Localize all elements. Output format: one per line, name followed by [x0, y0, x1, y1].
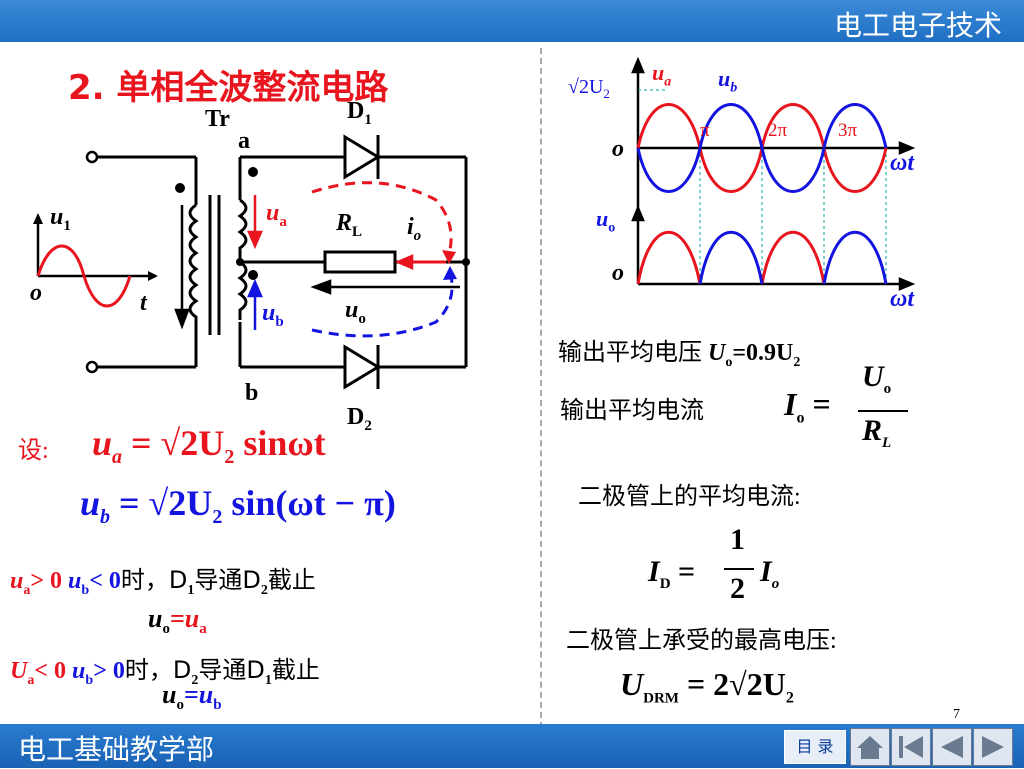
primary-coil: [188, 203, 199, 325]
peak-label: √2U2: [568, 76, 610, 101]
next-slide-icon: [982, 736, 1004, 758]
prev-slide-button[interactable]: [932, 728, 972, 766]
id-numerator: 1: [730, 523, 745, 556]
uo-circuit-label: uo: [345, 297, 366, 327]
wave-origin-label-2: o: [612, 260, 624, 286]
origin-label: o: [30, 280, 42, 306]
terminal-b-label: b: [245, 380, 259, 406]
header-title: 电工电子技术: [833, 9, 1002, 42]
uo-wave-blue: [698, 230, 888, 285]
set-label: 设:: [18, 438, 49, 464]
condition-2: Ua< 0 ub> 0时，D2导通D1截止: [10, 656, 320, 688]
result-2: uo=ub: [162, 680, 222, 714]
diode-d2: [343, 344, 381, 390]
first-slide-icon: [899, 736, 923, 758]
wt-label: ωt: [890, 150, 915, 176]
ub-circuit-label: ub: [262, 300, 284, 330]
io-formula-numerator: Uo: [862, 360, 892, 397]
next-slide-button[interactable]: [973, 728, 1013, 766]
ua-wave-label: ua: [652, 60, 672, 90]
wave-origin-label: o: [612, 136, 624, 162]
avg-current-label: 输出平均电流: [560, 398, 704, 424]
transformer-label: Tr: [205, 106, 230, 132]
wt-label-2: ωt: [890, 286, 915, 312]
equation-ua: ua = √2U2 sinωt: [92, 423, 326, 469]
io-formula-denominator: RL: [862, 414, 892, 451]
diode-current-label: 二极管上的平均电流:: [578, 484, 801, 510]
three-pi-label: 3π: [838, 120, 858, 141]
waveform-plots: [631, 56, 916, 291]
secondary-coil-bottom: [237, 260, 248, 320]
uo-wave-red: [636, 230, 826, 285]
io-fraction-bar: [858, 410, 908, 412]
ua-circuit-label: ua: [266, 200, 287, 230]
header-bar: 电工电子技术: [0, 0, 1024, 42]
ub-wave: [636, 103, 888, 193]
condition-1: ua> 0 ub< 0时，D1导通D2截止: [10, 566, 316, 598]
slide-title: 2. 单相全波整流电路: [68, 68, 389, 108]
io-label: io: [407, 214, 422, 244]
footer-title: 电工基础教学部: [18, 733, 215, 766]
pi-label: π: [700, 120, 710, 141]
home-icon: [857, 736, 883, 759]
u1-label: u1: [50, 204, 71, 234]
result-1: uo=ua: [148, 604, 207, 638]
secondary-coil-top: [237, 198, 248, 260]
divider: [540, 48, 542, 738]
id-formula-rhs: Io: [760, 555, 780, 592]
avg-voltage: 输出平均电压 Uo=0.9U2: [558, 338, 801, 370]
uo-wave-label: uo: [596, 206, 616, 236]
udrm-formula: UDRM = 2√2U2: [620, 666, 794, 707]
current-path-d2: [311, 271, 454, 338]
max-voltage-label: 二极管上承受的最高电压:: [566, 628, 837, 654]
equation-ub: ub = √2U2 sin(ωt − π): [80, 483, 396, 529]
id-fraction-bar: [724, 568, 754, 570]
input-waveform: [33, 213, 158, 308]
menu-button[interactable]: 目 录: [784, 730, 846, 764]
terminal-a-label: a: [238, 128, 250, 154]
page-number: 7: [953, 707, 960, 722]
io-formula-lhs: Io =: [784, 386, 831, 427]
d1-label: D1: [347, 98, 372, 128]
home-button[interactable]: [850, 728, 890, 766]
rectifier-circuit: [33, 134, 470, 390]
id-formula-lhs: ID =: [648, 555, 696, 592]
prev-slide-icon: [941, 736, 963, 758]
time-label: t: [140, 290, 147, 316]
d2-label: D2: [347, 404, 372, 434]
rl-label: RL: [336, 210, 363, 240]
id-denominator: 2: [730, 572, 745, 605]
two-pi-label: 2π: [768, 120, 788, 141]
load-resistor: [323, 250, 397, 274]
diode-d1: [343, 134, 381, 180]
current-path-d1: [311, 181, 453, 259]
ub-wave-label: ub: [718, 66, 738, 96]
first-slide-button[interactable]: [891, 728, 931, 766]
